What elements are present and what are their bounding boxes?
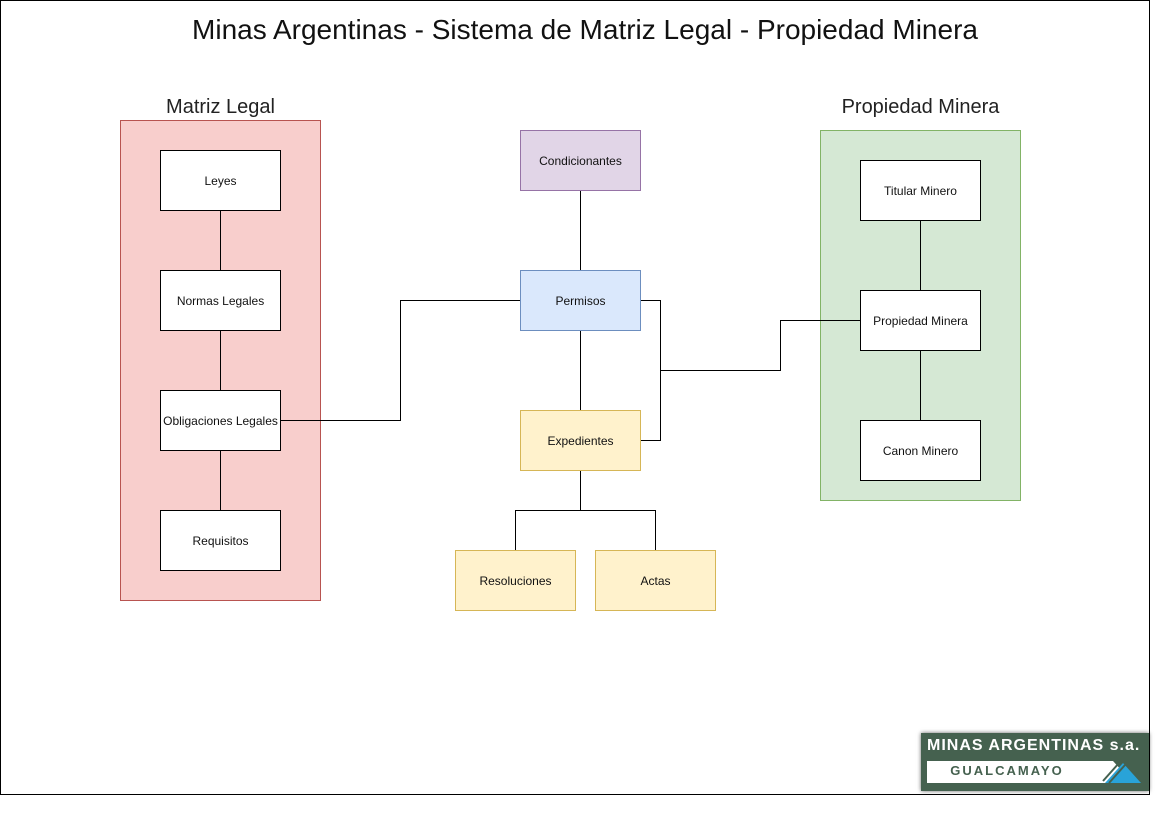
node-leyes[interactable]: Leyes	[160, 150, 281, 211]
node-titular-minero[interactable]: Titular Minero	[860, 160, 981, 221]
edge-expedientes-resoluciones	[515, 470, 581, 550]
edge-obligaciones-permisos	[280, 300, 520, 421]
matriz-legal-group-label: Matriz Legal	[166, 96, 275, 118]
edge-permisos-bracket	[640, 300, 661, 441]
node-canon-minero[interactable]: Canon Minero	[860, 420, 981, 481]
node-normas-legales[interactable]: Normas Legales	[160, 270, 281, 331]
node-resoluciones[interactable]: Resoluciones	[455, 550, 576, 611]
edge-bracket-propiedad	[660, 320, 860, 371]
mountain-icon	[1093, 761, 1141, 784]
node-actas[interactable]: Actas	[595, 550, 716, 611]
node-requisitos[interactable]: Requisitos	[160, 510, 281, 571]
edge-expedientes-actas	[580, 510, 656, 550]
node-expedientes[interactable]: Expedientes	[520, 410, 641, 471]
logo-bar	[927, 761, 1113, 783]
logo-subname: GUALCAMAYO	[950, 763, 1064, 778]
node-propiedad-minera[interactable]: Propiedad Minera	[860, 290, 981, 351]
node-obligaciones-legales[interactable]: Obligaciones Legales	[160, 390, 281, 451]
node-permisos[interactable]: Permisos	[520, 270, 641, 331]
logo-company-name: MINAS ARGENTINAS s.a.	[927, 737, 1141, 754]
diagram-title: Minas Argentinas - Sistema de Matriz Leg…	[192, 14, 978, 45]
propiedad-minera-group-label: Propiedad Minera	[841, 96, 1000, 118]
node-condicionantes[interactable]: Condicionantes	[520, 130, 641, 191]
company-logo: MINAS ARGENTINAS s.a. GUALCAMAYO	[921, 733, 1149, 791]
